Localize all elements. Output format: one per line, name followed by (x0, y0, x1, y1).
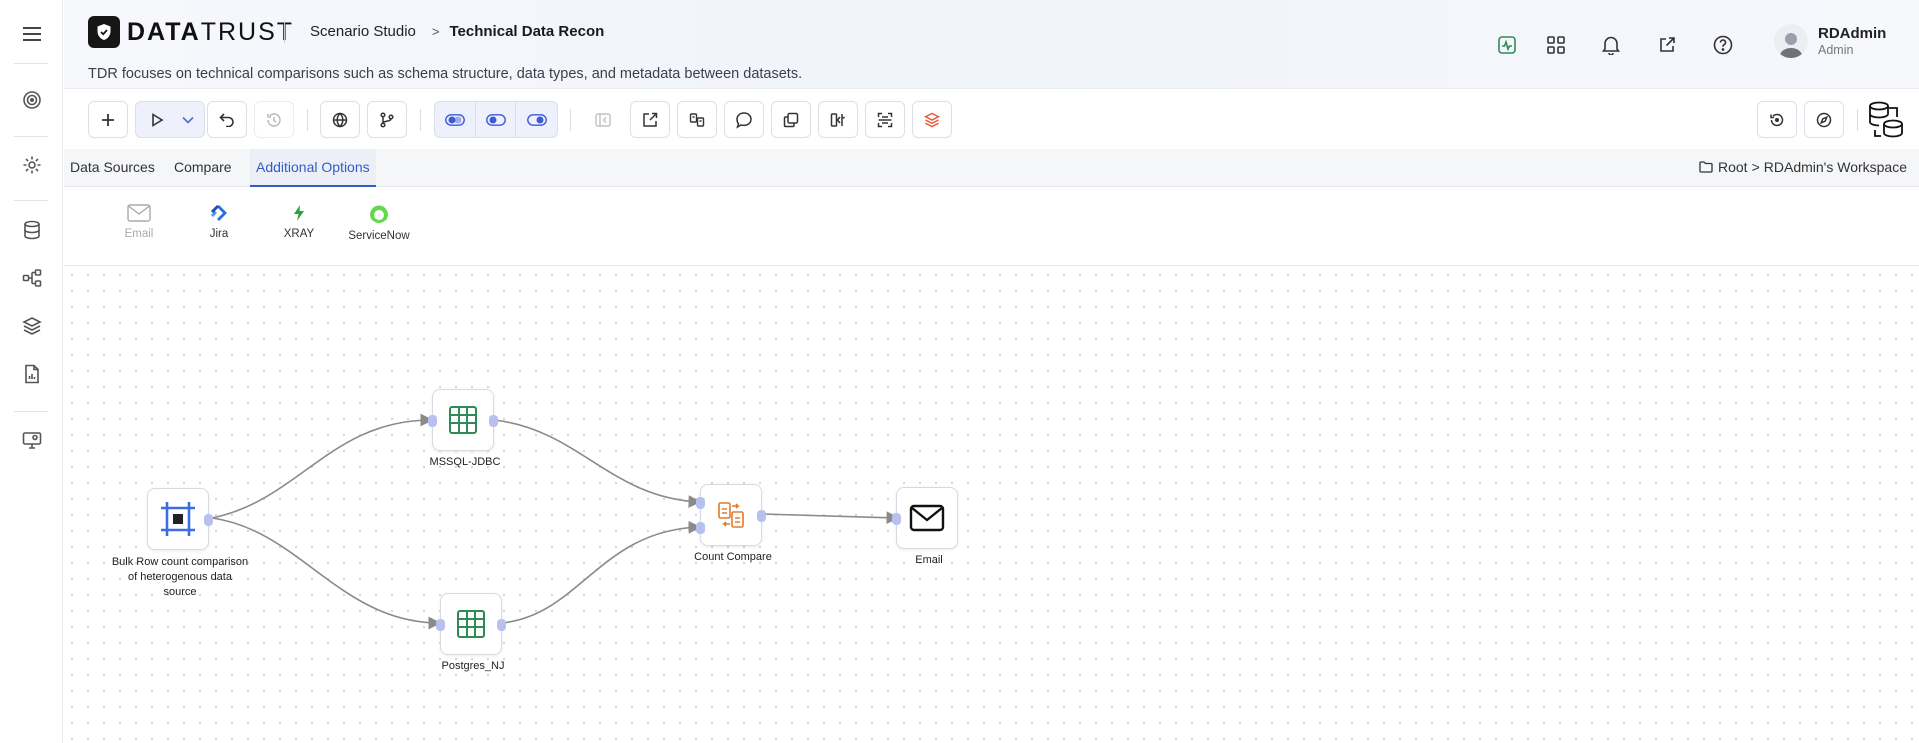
node-mssql-label: MSSQL-JDBC (429, 456, 501, 468)
toggle-center-button[interactable] (476, 102, 517, 137)
workspace-root-link[interactable]: Root (1718, 159, 1748, 175)
add-button[interactable] (88, 101, 128, 138)
avatar (1774, 24, 1808, 58)
toggle-right-button[interactable] (516, 102, 557, 137)
left-rail (0, 0, 63, 743)
history-button[interactable] (254, 101, 294, 138)
report-icon[interactable] (0, 354, 63, 394)
folder-icon (1699, 161, 1713, 173)
duplicate-button[interactable] (771, 101, 811, 138)
collapse-left-button[interactable] (583, 101, 623, 138)
bell-icon[interactable] (1597, 31, 1625, 59)
datatrust-logo[interactable]: DATATRUST (88, 16, 294, 48)
option-xray[interactable]: XRAY (264, 204, 334, 240)
workflow-icon[interactable] (0, 258, 63, 298)
option-jira[interactable]: Jira (184, 204, 254, 240)
node-email[interactable] (892, 487, 958, 549)
workflow-canvas[interactable] (64, 267, 1919, 743)
additional-options-panel: Email Jira XRAY ServiceNow (64, 188, 1919, 266)
node-email-label: Email (915, 554, 943, 566)
source-frame-icon (161, 502, 195, 536)
comment-button[interactable] (724, 101, 764, 138)
chevron-right-icon: > (431, 24, 440, 39)
compare-files-button[interactable] (677, 101, 717, 138)
tab-additional-options[interactable]: Additional Options (250, 149, 376, 187)
user-role: Admin (1818, 43, 1854, 57)
node-count-compare[interactable] (696, 484, 766, 546)
tab-data-sources[interactable]: Data Sources (70, 159, 155, 175)
table-icon (457, 610, 485, 638)
tab-compare[interactable]: Compare (174, 159, 232, 175)
compare-icon (718, 502, 744, 528)
option-servicenow[interactable]: ServiceNow (344, 204, 414, 242)
apps-grid-icon[interactable] (1542, 31, 1570, 59)
compass-button[interactable] (1804, 101, 1844, 138)
shield-icon (88, 16, 120, 48)
user-name: RDAdmin (1818, 25, 1887, 42)
page-subtitle: TDR focuses on technical comparisons suc… (88, 66, 803, 82)
play-icon (152, 112, 164, 127)
run-button[interactable] (135, 101, 205, 138)
xray-lightning-icon (294, 205, 304, 221)
database-sync-icon[interactable] (1864, 101, 1908, 138)
canvas-toolbar (64, 89, 1919, 149)
undo-button[interactable] (207, 101, 247, 138)
node-source-label: Bulk Row count comparison of heterogenou… (111, 556, 249, 598)
node-postgres-label: Postgres_NJ (441, 660, 505, 672)
scan-button[interactable] (865, 101, 905, 138)
split-view-button[interactable] (818, 101, 858, 138)
stack-layers-button[interactable] (912, 101, 952, 138)
workspace-name[interactable]: RDAdmin's Workspace (1763, 159, 1907, 175)
open-external-button[interactable] (630, 101, 670, 138)
servicenow-icon (370, 205, 388, 223)
globe-button[interactable] (320, 101, 360, 138)
breadcrumb: Scenario Studio > Technical Data Recon (310, 23, 604, 40)
tab-bar: Data Sources Compare Additional Options … (64, 149, 1919, 187)
workspace-breadcrumb: Root > RDAdmin's Workspace (1699, 159, 1907, 175)
menu-icon[interactable] (0, 14, 63, 54)
branch-button[interactable] (367, 101, 407, 138)
table-icon (449, 406, 477, 434)
node-mssql[interactable] (428, 389, 498, 451)
mail-icon (909, 504, 945, 532)
node-postgres[interactable] (436, 593, 506, 655)
user-menu[interactable]: RDAdmin Admin (1774, 24, 1886, 58)
restore-button[interactable] (1757, 101, 1797, 138)
mail-icon (127, 204, 151, 222)
chevron-down-icon[interactable] (182, 116, 194, 124)
external-link-icon[interactable] (1653, 31, 1681, 59)
activity-icon[interactable] (1493, 31, 1521, 59)
node-source[interactable] (147, 488, 213, 550)
breadcrumb-scenario-studio[interactable]: Scenario Studio (310, 23, 416, 40)
page-title: Technical Data Recon (449, 23, 605, 40)
gear-icon[interactable] (0, 145, 63, 185)
view-mode-group (434, 101, 558, 138)
toggle-left-button[interactable] (435, 102, 476, 137)
app-header: DATATRUST Scenario Studio > Technical Da… (64, 0, 1919, 89)
jira-icon (211, 205, 227, 221)
target-icon[interactable] (0, 80, 63, 120)
node-count-compare-label: Count Compare (694, 551, 772, 563)
database-icon[interactable] (0, 210, 63, 250)
logo-text: DATATRUST (127, 17, 295, 46)
help-icon[interactable] (1709, 31, 1737, 59)
chevron-right-icon: > (1751, 159, 1760, 175)
monitor-settings-icon[interactable] (0, 420, 63, 460)
layers-icon[interactable] (0, 306, 63, 346)
option-email[interactable]: Email (104, 204, 174, 240)
